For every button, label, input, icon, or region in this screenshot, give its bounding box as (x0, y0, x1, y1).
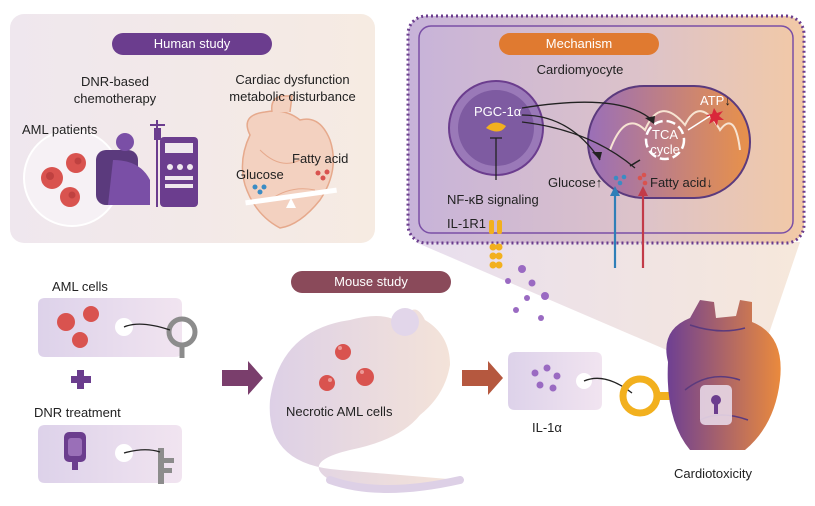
grey-key-teeth-icon (158, 448, 174, 484)
fatty-acid-label-mech: Fatty acid↓ (650, 175, 713, 190)
glucose-label-mech: Glucose↑ (548, 175, 602, 190)
flow-arrow-2 (462, 361, 503, 395)
glucose-molecules-icon (252, 184, 267, 195)
balance-fulcrum (286, 198, 296, 208)
human-study-pill: Human study (112, 33, 272, 55)
cardiac-label-line1: Cardiac dysfunction (235, 72, 350, 87)
pgc1a-protein-icon (486, 122, 506, 132)
fatty-acid-text: Fatty acid (650, 175, 707, 190)
iv-bag-icon (64, 432, 86, 470)
mitochondrion (587, 85, 751, 199)
grey-key-icon (166, 316, 198, 358)
aml-cells-label: AML cells (52, 279, 108, 294)
tca-label-line1: TCA (652, 127, 678, 142)
mouse-study-pill: Mouse study (291, 271, 451, 293)
tca-label-line2: cycle (650, 142, 680, 157)
atp-burst-icon (706, 108, 724, 126)
arrow-up-icon: ↑ (595, 175, 603, 190)
necrotic-label: Necrotic AML cells (286, 404, 393, 419)
atp-label: ATP↓ (700, 93, 731, 108)
dnr-label-line2: chemotherapy (73, 91, 157, 106)
mechanism-pill: Mechanism (499, 33, 659, 55)
nfkb-label: NF-κB signaling (447, 192, 539, 207)
dnr-treatment-label: DNR treatment (34, 405, 121, 420)
fatty-acid-label-human: Fatty acid (292, 151, 349, 166)
plus-icon (71, 370, 91, 389)
glucose-label-human: Glucose (236, 167, 284, 182)
dnr-label-line1: DNR-based (81, 74, 149, 89)
dialysis-machine-icon (150, 120, 198, 207)
heart-icon (666, 300, 781, 450)
arrow-down-icon: ↓ (706, 175, 713, 190)
cardiac-label-line2: metabolic disturbance (229, 89, 356, 104)
pgc1a-arrow-2 (521, 121, 636, 169)
patient-chair-icon (96, 133, 150, 205)
pgc1a-arrow-1 (521, 114, 601, 161)
fatty-acid-molecules-icon (315, 169, 330, 181)
il1a-tag (508, 352, 602, 410)
arrow-down-icon: ↓ (724, 93, 731, 108)
atp-text: ATP (700, 93, 725, 108)
glucose-text: Glucose (548, 175, 596, 190)
cardiomyocyte-label: Cardiomyocyte (536, 62, 624, 77)
il1r1-label: IL-1R1 (447, 216, 487, 231)
cardiotoxicity-label: Cardiotoxicity (674, 466, 753, 481)
tca-cycle (644, 119, 686, 161)
flow-arrow-1 (222, 361, 263, 395)
aml-patients-label: AML patients (22, 122, 98, 137)
il1a-particles (505, 265, 549, 321)
il1a-label: IL-1α (532, 420, 562, 435)
mouse-silhouette (269, 308, 464, 493)
pgc1a-label: PGC-1α (474, 104, 522, 119)
il1r1-receptor-icon (489, 220, 503, 269)
pgc1a-arrow-3 (521, 101, 653, 121)
balance-beam (245, 187, 337, 206)
